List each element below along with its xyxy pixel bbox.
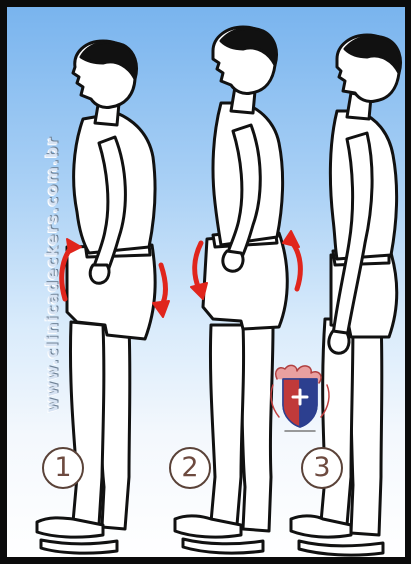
step-number-3: 3 [301,447,343,489]
step-number-1: 1 [42,447,84,489]
watermark-text: www.clinicadeckers.com.br [43,60,62,490]
rotation-arrow-icon [291,241,300,289]
crest-logo [271,365,329,431]
arrow-head [153,301,169,317]
arrow-head [191,283,207,299]
step-number-2: 2 [169,447,211,489]
arrow-head [283,231,299,247]
rotation-arrow-icon [195,243,201,289]
